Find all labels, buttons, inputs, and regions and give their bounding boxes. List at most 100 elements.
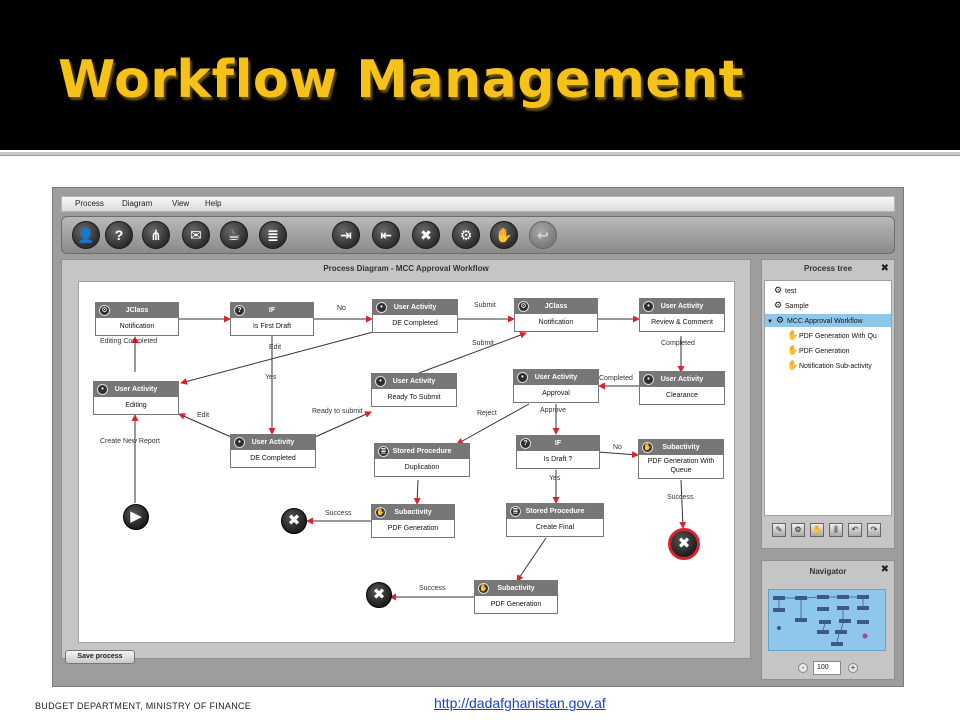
slide-header: Workflow Management <box>0 0 960 150</box>
menu-diagram[interactable]: Diagram <box>122 199 153 208</box>
close-icon[interactable]: ✖ <box>880 564 889 575</box>
expand-arrow-icon[interactable]: ▼ <box>767 319 773 325</box>
node-subactivity-pdf-generation[interactable]: ✋Subactivity PDF Generation <box>371 504 455 538</box>
toolbar: 👤 ? ⋔ ✉ ☕ ≣ ⇥ ⇤ ✖ ⚙ ✋ ↩ <box>61 216 895 254</box>
end-icon-selected[interactable]: ✖ <box>668 528 700 560</box>
node-label: PDF Generation With Queue <box>647 458 715 474</box>
node-subactivity-pdf-generation-2[interactable]: ✋Subactivity PDF Generation <box>474 580 558 614</box>
undo-button[interactable]: ↶ <box>848 523 862 537</box>
save-process-button[interactable]: Save process <box>65 650 135 664</box>
node-user-approval[interactable]: •User Activity Approval <box>513 369 599 403</box>
connect-tool-button[interactable]: ⇥ <box>332 221 360 249</box>
subactivity-tool-button[interactable]: ✋ <box>490 221 518 249</box>
node-if-is-draft[interactable]: ?IF Is Draft ? <box>516 435 600 469</box>
play-icon[interactable]: ▶ <box>123 504 149 530</box>
hand-icon: ✋ <box>787 360 799 370</box>
gear-icon: ⚙ <box>518 301 529 312</box>
stored-procedure-tool-button[interactable]: ≣ <box>259 221 287 249</box>
hand-icon: ✋ <box>812 525 822 534</box>
database-icon: ≣ <box>267 227 279 243</box>
help-icon: ? <box>114 227 124 243</box>
jclass-tool-button[interactable]: ☕ <box>220 221 248 249</box>
menu-view[interactable]: View <box>172 199 190 208</box>
diagram-canvas[interactable]: ⚙JClass Notification ?IF Is First Draft … <box>78 281 735 643</box>
edit-button[interactable]: ✎ <box>772 523 786 537</box>
node-if-first-draft[interactable]: ?IF Is First Draft <box>230 302 314 336</box>
tree-item-test[interactable]: ⚙test <box>773 284 891 297</box>
node-user-review-comment[interactable]: •User Activity Review & Comment <box>639 298 725 332</box>
mail-tool-button[interactable]: ✉ <box>182 221 210 249</box>
menu-bar: Process Diagram View Help <box>61 196 895 212</box>
edge-label: Edit <box>269 344 282 351</box>
undo-icon: ↶ <box>851 525 859 534</box>
edge-label: Edit <box>197 412 210 419</box>
if-tool-button[interactable]: ? <box>105 221 133 249</box>
gears-tool-button[interactable]: ⚙ <box>452 221 480 249</box>
close-icon[interactable]: ✖ <box>880 263 889 274</box>
edge-label: Completed <box>599 375 633 382</box>
return-tool-button[interactable]: ↩ <box>529 221 557 249</box>
hand-icon: ✋ <box>375 507 386 518</box>
tree-item-label: PDF Generation With Qu <box>799 333 877 340</box>
navigator-title: Navigator <box>809 567 847 576</box>
subactivity-button[interactable]: ✋ <box>810 523 824 537</box>
disconnect-tool-button[interactable]: ⇤ <box>372 221 400 249</box>
edge-label: Submit <box>474 302 496 309</box>
end-icon[interactable]: ✖ <box>281 508 307 534</box>
zoom-input[interactable]: 100 <box>813 661 841 675</box>
zoom-in-button[interactable]: + <box>848 663 858 673</box>
tree-item-sample[interactable]: ⚙Sample <box>773 299 891 312</box>
slide-title: Workflow Management <box>58 50 745 110</box>
node-stored-procedure-duplication[interactable]: ≣Stored Procedure Duplication <box>374 443 470 477</box>
header-divider <box>0 152 960 156</box>
edge-label: Yes <box>549 475 561 482</box>
node-user-editing[interactable]: •User Activity Editing <box>93 381 179 415</box>
node-type: User Activity <box>392 378 436 385</box>
settings-icon: ⚙ <box>794 525 802 534</box>
tree-item-pdf-generation-with-queue[interactable]: ✋PDF Generation With Qu <box>787 329 891 342</box>
node-label: Clearance <box>666 392 698 399</box>
node-label: DE Completed <box>250 455 296 462</box>
user-icon: 👤 <box>77 227 95 243</box>
diagram-title: Process Diagram - MCC Approval Workflow <box>323 264 489 273</box>
tree-item-label: Notification Sub-activity <box>799 363 872 370</box>
node-user-de-completed-2[interactable]: •User Activity DE Completed <box>230 434 316 468</box>
tree-item-notification-sub-activity[interactable]: ✋Notification Sub-activity <box>787 359 891 372</box>
end-tool-button[interactable]: ✖ <box>412 221 440 249</box>
edge-label: Submit <box>472 340 494 347</box>
split-tool-button[interactable]: ⋔ <box>142 221 170 249</box>
zoom-out-button[interactable]: - <box>798 663 808 673</box>
edge-label: No <box>337 305 346 312</box>
tree-item-mcc-approval-workflow[interactable]: ▼⚙MCC Approval Workflow <box>765 314 891 327</box>
edge-de-completed-bottom-to-editing <box>178 413 232 438</box>
edge-is-draft-to-subactivity <box>597 451 639 459</box>
return-icon: ↩ <box>537 227 549 243</box>
node-jclass-notification[interactable]: ⚙JClass Notification <box>95 302 179 336</box>
align-button[interactable]: ⫼ <box>829 523 843 537</box>
navigator-minimap[interactable] <box>768 589 886 651</box>
node-stored-procedure-create-final[interactable]: ≣Stored Procedure Create Final <box>506 503 604 537</box>
tree-item-pdf-generation[interactable]: ✋PDF Generation <box>787 344 891 357</box>
settings-button[interactable]: ⚙ <box>791 523 805 537</box>
hand-icon: ✋ <box>642 442 653 453</box>
node-user-clearance[interactable]: •User Activity Clearance <box>639 371 725 405</box>
node-jclass-notification-2[interactable]: ⚙JClass Notification <box>514 298 598 332</box>
edge-de-completed-to-editing <box>180 330 378 385</box>
node-user-ready-to-submit[interactable]: •User Activity Ready To Submit <box>371 373 457 407</box>
user-icon: • <box>375 376 386 387</box>
redo-button[interactable]: ↷ <box>867 523 881 537</box>
edge-label: Ready to submit <box>312 408 363 415</box>
node-subactivity-pdf-queue[interactable]: ✋ Subactivity PDF Generation With Queue <box>638 439 724 479</box>
edge-label: Completed <box>661 340 695 347</box>
user-activity-tool-button[interactable]: 👤 <box>72 221 100 249</box>
tree-item-label: PDF Generation <box>799 348 850 355</box>
node-label: PDF Generation <box>387 525 439 532</box>
node-type: User Activity <box>660 376 704 383</box>
edge-label: Success <box>667 494 694 501</box>
footer-website-link[interactable]: http://dadafghanistan.gov.af <box>434 695 606 711</box>
menu-process[interactable]: Process <box>75 199 104 208</box>
menu-help[interactable]: Help <box>205 199 222 208</box>
node-user-de-completed[interactable]: •User Activity DE Completed <box>372 299 458 333</box>
node-type: Subactivity <box>662 444 700 451</box>
end-icon[interactable]: ✖ <box>366 582 392 608</box>
